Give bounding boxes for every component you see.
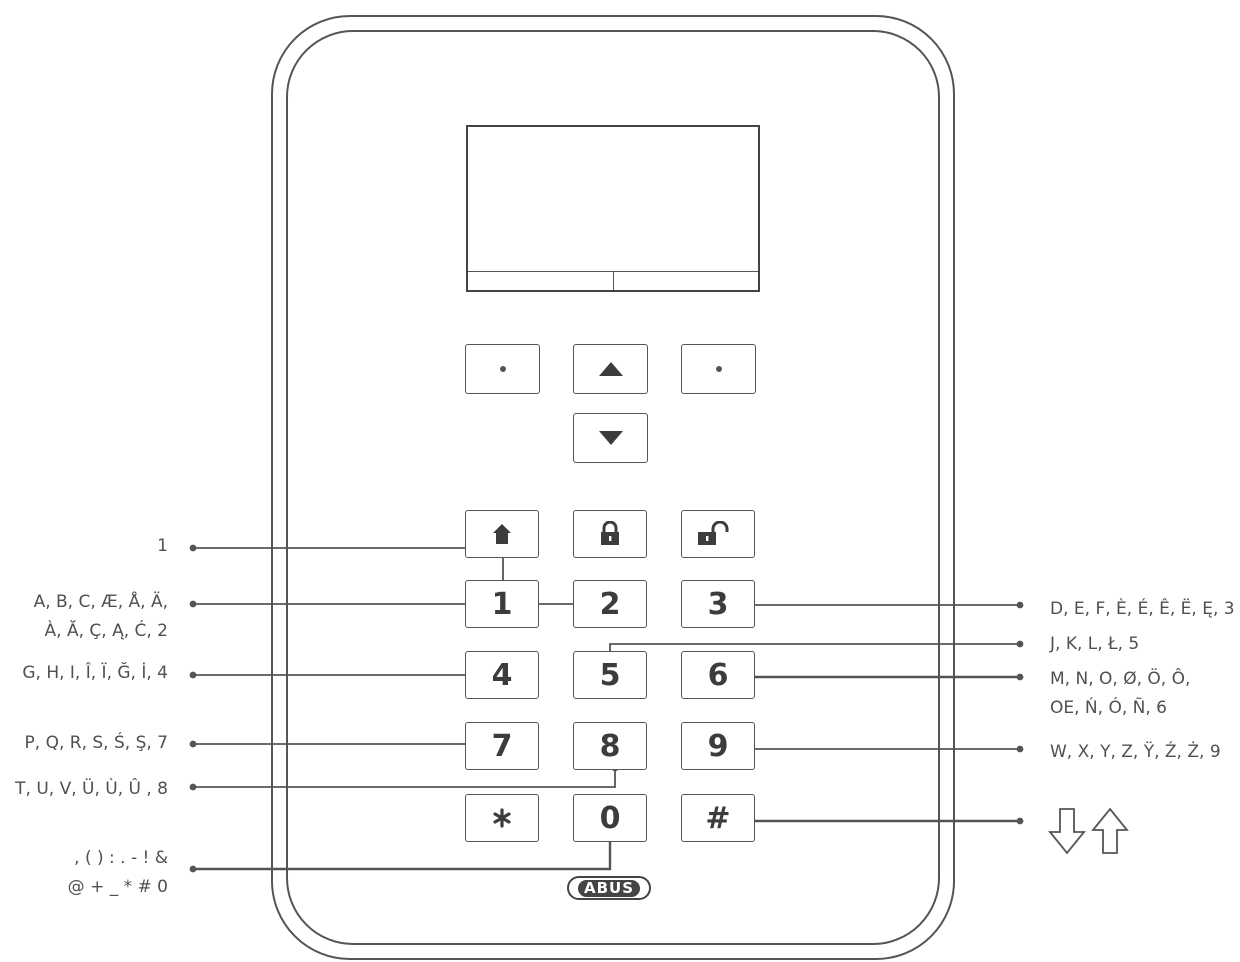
nav-down-button[interactable] [573,413,648,463]
key-0-label: 0 [599,800,621,836]
leader-key8 [193,768,616,788]
key-6-button[interactable]: 6 [681,651,755,699]
key-8-button[interactable]: 8 [573,722,647,770]
leader-key1 [193,547,504,586]
arrow-up-outline-icon [1091,807,1129,854]
key-1-button[interactable]: 1 [465,580,539,628]
key-0-button[interactable]: 0 [573,794,647,842]
softkey-divider [613,272,614,290]
key-3-button[interactable]: 3 [681,580,755,628]
shift-arrows-icon [1048,807,1129,855]
key-1-label: 1 [491,586,513,622]
callout-key2: A, B, C, Æ, Å, Ä, À, Ă, Ç, Ą, Ć, 2 [33,592,168,641]
callout-key7: P, Q, R, S, Ś, Ş, 7 [24,733,168,753]
key-hash-label: # [705,800,731,836]
key-4-button[interactable]: 4 [465,651,539,699]
display-screen [466,125,760,292]
disarm-button[interactable] [681,510,755,558]
callout-key6: M, N, O, Ø, Ö, Ô, OE, Ń, Ó, Ñ, 6 [1050,669,1191,718]
key-5-button[interactable]: 5 [573,651,647,699]
nav-up-button[interactable] [573,344,648,394]
brand-logo: ABUS [567,876,651,900]
arrow-up-icon [598,362,623,376]
key-3-label: 3 [707,586,729,622]
home-icon [493,524,511,544]
key-2-button[interactable]: 2 [573,580,647,628]
arrow-down-outline-icon [1048,808,1086,855]
leader-key0 [193,832,612,871]
key-8-label: 8 [599,728,621,764]
housing-outer [271,15,955,960]
key-5-label: 5 [599,657,621,693]
callout-key9: W, X, Y, Z, Ÿ, Ź, Ż, 9 [1050,742,1221,762]
home-button[interactable] [465,510,539,558]
housing-inner [286,30,940,945]
dot-icon [715,366,722,372]
callout-key8: T, U, V, Ü, Ù, Û , 8 [15,779,168,799]
leader-lines [189,544,1024,873]
arrow-down-icon [598,431,623,445]
callout-key3: D, E, F, È, É, Ê, Ë, Ę, 3 [1050,599,1235,619]
leader-key5 [609,643,1020,655]
softkey-right-button[interactable] [681,344,756,394]
callout-key4: G, H, I, Î, Ï, Ğ, İ, 4 [22,663,168,683]
key-2-label: 2 [599,586,621,622]
lock-open-icon [698,521,729,545]
brand-logo-text: ABUS [577,879,641,897]
key-6-label: 6 [707,657,729,693]
arm-button[interactable] [573,510,647,558]
callout-key5: J, K, L, Ł, 5 [1050,634,1140,654]
softkey-bar [468,271,758,290]
callout-key0: , ( ) : . - ! & @ + _ * # 0 [67,848,168,897]
key-hash-button[interactable]: # [681,794,755,842]
key-9-button[interactable]: 9 [681,722,755,770]
key-star-button[interactable] [465,794,539,842]
callout-key1: 1 [157,536,168,556]
key-7-button[interactable]: 7 [465,722,539,770]
dot-icon [499,366,506,372]
lock-closed-icon [601,521,619,545]
key-7-label: 7 [491,728,513,764]
asterisk-icon [493,808,511,828]
key-9-label: 9 [707,728,729,764]
key-4-label: 4 [491,657,513,693]
softkey-left-button[interactable] [465,344,540,394]
